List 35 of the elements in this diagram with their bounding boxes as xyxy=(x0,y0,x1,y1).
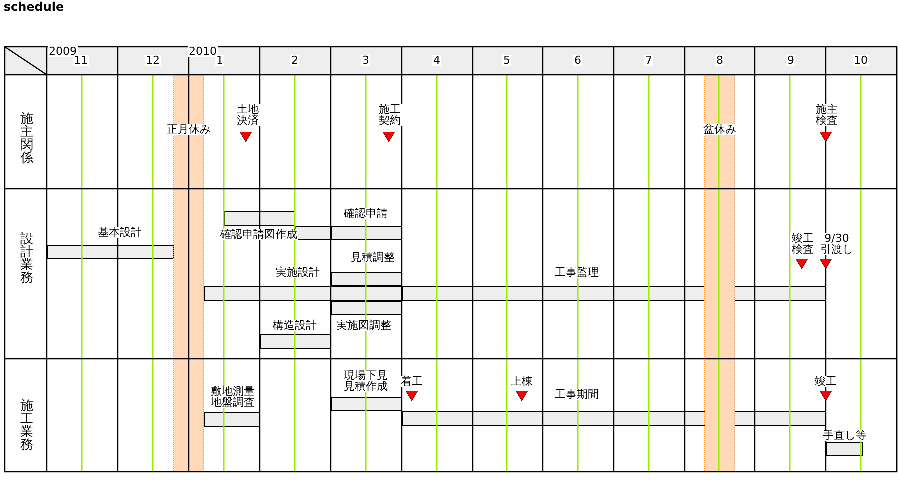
milestone-label: 竣工検査 xyxy=(790,233,816,255)
task-label: 工事期間 xyxy=(554,389,600,400)
month-label: 8 xyxy=(716,55,724,66)
year-label: 2009 xyxy=(48,46,78,57)
month-label: 10 xyxy=(853,55,869,66)
milestone-label: 着工 xyxy=(400,376,424,387)
holiday-label: 正月休み xyxy=(166,124,212,135)
month-label: 4 xyxy=(432,55,442,66)
task-label: 実施図調整 xyxy=(336,320,392,331)
month-label: 9 xyxy=(786,55,796,66)
task-label: 構造設計 xyxy=(272,320,318,331)
month-label: 2 xyxy=(290,55,300,66)
milestone-label: 竣工 xyxy=(814,376,838,387)
title: schedule xyxy=(2,2,66,13)
milestone-label: 上棟 xyxy=(510,376,534,387)
month-label: 1 xyxy=(216,55,224,66)
holiday-label: 盆休み xyxy=(702,124,738,135)
task-label: 工事監理 xyxy=(554,267,600,278)
task-label: 基本設計 xyxy=(97,227,143,238)
milestone-label: 施工契約 xyxy=(377,104,403,126)
month-label: 11 xyxy=(73,55,89,66)
milestone-label: 9/30引渡し xyxy=(819,233,855,255)
month-label: 5 xyxy=(502,55,512,66)
month-label: 12 xyxy=(145,55,161,66)
milestone-label: 土地決済 xyxy=(235,104,261,126)
month-label: 7 xyxy=(644,55,654,66)
task-label: 確認申請図作成 xyxy=(220,229,298,240)
task-label: 手直し等 xyxy=(822,430,868,441)
month-label: 6 xyxy=(574,55,582,66)
task-label: 確認申請 xyxy=(343,208,389,219)
year-label: 2010 xyxy=(188,46,218,57)
milestone-label: 施主検査 xyxy=(814,104,840,126)
month-label: 3 xyxy=(362,55,370,66)
task-label: 実施設計 xyxy=(275,267,321,278)
task-label: 見積調整 xyxy=(350,252,396,263)
